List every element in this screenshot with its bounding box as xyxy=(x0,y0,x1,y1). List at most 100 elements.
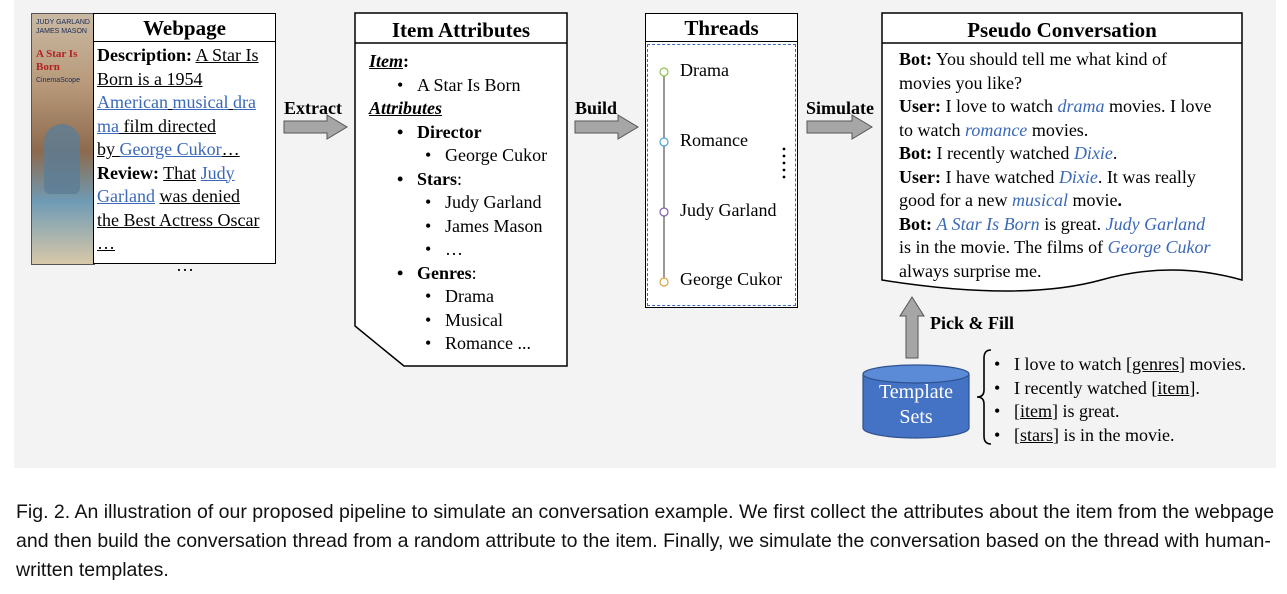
bot-speaker: Bot: xyxy=(899,143,932,163)
threads-title: Threads xyxy=(646,14,797,42)
conversation-highlight: Judy Garland xyxy=(1105,213,1206,234)
conversation-text: movies. xyxy=(1031,119,1089,140)
webpage-more-ellipsis: … xyxy=(176,255,194,275)
conversation-text: . It was really xyxy=(1097,166,1196,187)
vertical-ellipsis-icon xyxy=(782,147,786,179)
template-text: ]. xyxy=(1189,377,1200,398)
conversation-text: movies you like? xyxy=(899,72,1022,93)
genre-value: Musical xyxy=(425,310,503,330)
conversation-text: I love to watch xyxy=(945,96,1053,116)
template-text: ] movies. xyxy=(1178,354,1246,374)
bot-speaker: Bot: xyxy=(899,49,932,69)
thread-node-label: Romance xyxy=(680,130,748,150)
review-label: Review: xyxy=(97,162,159,183)
attributes-content: Item: A Star Is Born Attributes Director… xyxy=(369,50,547,356)
conversation-highlight: romance xyxy=(964,119,1028,140)
thread-node-dot xyxy=(659,67,669,77)
simulate-arrow xyxy=(806,114,873,140)
genre-value: Romance ... xyxy=(425,333,531,353)
description-text: Born is a 1954 xyxy=(97,68,203,89)
conversation-text: always surprise me. xyxy=(899,260,1042,281)
conversation-box-shape xyxy=(881,12,1243,292)
template-slot: item xyxy=(1157,377,1190,398)
stars-colon: : xyxy=(457,168,463,189)
figure-caption: Fig. 2. An illustration of our proposed … xyxy=(16,501,1275,581)
template-slot: genres xyxy=(1131,354,1179,374)
genre-value: Drama xyxy=(425,286,494,306)
template-text: I recently watched [ xyxy=(1014,377,1158,398)
attributes-title: Item Attributes xyxy=(391,18,531,42)
review-link[interactable]: Garland xyxy=(97,186,155,206)
conversation-text: movies. I love xyxy=(1108,96,1212,116)
webpage-title: Webpage xyxy=(94,14,275,42)
conversation-highlight: drama xyxy=(1057,96,1105,116)
description-text: film directed xyxy=(123,115,216,136)
template-item: [stars] is in the movie. xyxy=(994,424,1246,448)
description-link[interactable]: American xyxy=(97,92,168,112)
conversation-title: Pseudo Conversation xyxy=(967,18,1157,42)
review-text: was denied xyxy=(159,186,240,206)
thread-node-dot xyxy=(659,277,669,287)
webpage-content: Description: A Star Is Born is a 1954 Am… xyxy=(94,42,275,256)
attribute-item: A Star Is Born xyxy=(397,75,521,95)
stars-label: Stars xyxy=(397,169,457,189)
description-link[interactable]: ma xyxy=(97,115,119,136)
template-item: I recently watched [item]. xyxy=(994,377,1246,401)
extract-label: Extract xyxy=(284,98,342,118)
webpage-box: Webpage Description: A Star Is Born is a… xyxy=(93,13,276,264)
director-value: George Cukor xyxy=(425,145,547,165)
thread-node-label: Drama xyxy=(680,60,729,80)
extract-arrow xyxy=(283,114,348,140)
simulate-label: Simulate xyxy=(806,98,875,118)
thread-node-dot xyxy=(659,207,669,217)
description-text: A Star Is xyxy=(195,45,259,65)
description-label: Description: xyxy=(97,45,192,65)
conversation-text: to watch xyxy=(899,119,961,140)
template-text: [ xyxy=(1014,424,1020,445)
description-text: by xyxy=(97,139,115,159)
template-item: I love to watch [genres] movies. xyxy=(994,353,1246,377)
pick-fill-label: Pick & Fill xyxy=(930,313,1014,333)
description-link[interactable]: dra xyxy=(232,92,256,112)
conversation-highlight: Dixie xyxy=(1073,143,1113,163)
director-label: Director xyxy=(397,122,482,142)
poster-figure xyxy=(44,124,80,194)
description-ellipsis: … xyxy=(221,139,240,159)
user-speaker: User: xyxy=(899,96,941,116)
template-slot: stars xyxy=(1020,424,1053,445)
template-slot: item xyxy=(1020,401,1052,421)
conversation-highlight: Dixie xyxy=(1058,166,1098,187)
conversation-content: Bot: You should tell me what kind of mov… xyxy=(899,48,1211,283)
threads-dashed-area xyxy=(647,44,796,306)
template-text: ] is in the movie. xyxy=(1053,424,1175,445)
genres-colon: : xyxy=(471,262,477,283)
conversation-highlight: George Cukor xyxy=(1107,237,1211,257)
template-text: I love to watch [ xyxy=(1014,354,1132,374)
review-text: That xyxy=(163,162,197,183)
database-icon xyxy=(862,364,970,439)
build-label: Build xyxy=(575,98,618,118)
template-text: [ xyxy=(1014,401,1020,421)
database-label-line: Template xyxy=(878,381,954,403)
item-label: Item xyxy=(369,51,403,71)
conversation-text: is in the movie. The films of xyxy=(899,237,1104,257)
conversation-text: I have watched xyxy=(945,166,1055,187)
conversation-text: movie xyxy=(1072,190,1118,210)
movie-poster: JUDY GARLAND JAMES MASON A Star Is Born … xyxy=(31,13,95,265)
attributes-label: Attributes xyxy=(369,98,443,118)
conversation-text: . xyxy=(1112,143,1118,163)
conversation-text: good for a new xyxy=(899,190,1008,210)
template-list: I love to watch [genres] movies. I recen… xyxy=(994,353,1246,447)
review-link[interactable]: Judy xyxy=(200,162,235,183)
review-text: the Best Actress Oscar xyxy=(97,209,260,230)
conversation-text: . xyxy=(1117,190,1122,210)
build-arrow xyxy=(574,114,639,140)
thread-node-label: George Cukor xyxy=(680,269,783,289)
conversation-text: I recently watched xyxy=(936,143,1070,163)
thread-node-dot xyxy=(659,137,669,147)
conversation-text: You should tell me what kind of xyxy=(935,49,1168,69)
description-link[interactable]: musical xyxy=(172,92,229,112)
description-link[interactable]: George Cukor xyxy=(119,139,222,159)
genres-label: Genres xyxy=(397,263,472,283)
conversation-highlight: A Star Is Born xyxy=(936,213,1040,234)
